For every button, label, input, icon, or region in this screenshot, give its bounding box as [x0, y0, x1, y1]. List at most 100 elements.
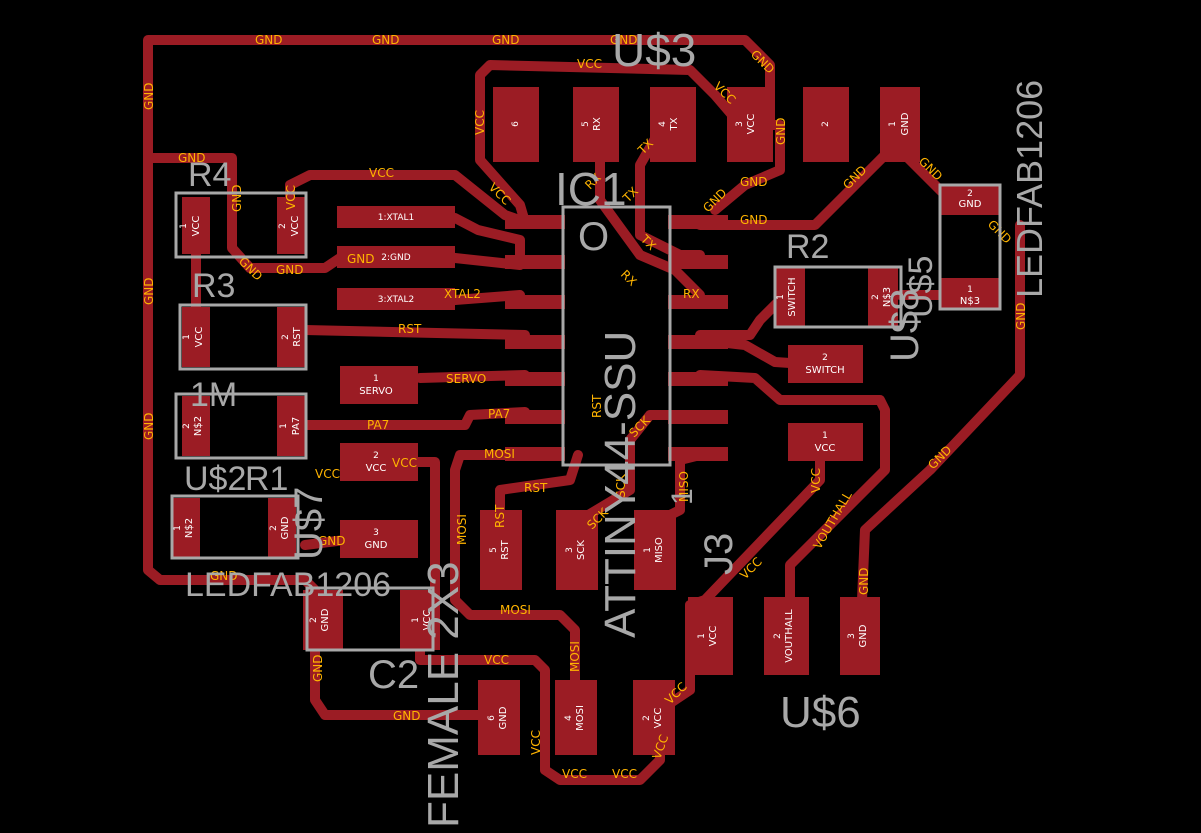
- net-label-mosi: MOSI: [568, 641, 582, 672]
- pad-h6-name: GND: [498, 706, 509, 729]
- net-label-gnd: GND: [142, 412, 156, 440]
- pad-u6-1-name: VCC: [708, 626, 719, 647]
- pad-r4-2-num: 2: [278, 223, 288, 229]
- pad-r4-1: [182, 197, 210, 254]
- pad-xtal2-text: 3:XTAL2: [378, 295, 414, 305]
- pad-led-l-1-num: 1: [173, 525, 183, 531]
- pad-led-r-2-name: GND: [959, 199, 982, 210]
- net-label-gnd: GND: [372, 33, 400, 47]
- pad-led-l-1: [172, 498, 200, 558]
- net-label-miso: MISO: [677, 471, 691, 502]
- pad-u3-1-name: GND: [900, 112, 911, 135]
- pad-sw-2: [788, 345, 863, 383]
- pad-h3: [556, 510, 598, 590]
- trace-vcc-top: [475, 60, 750, 227]
- pad-r3-1: [182, 307, 210, 367]
- pad-h2: [633, 680, 675, 755]
- silk-ic1-outline: [561, 205, 672, 467]
- pad-r4-1-name: VCC: [191, 216, 202, 237]
- pad-h4-name: MOSI: [575, 705, 586, 731]
- pad-r2-2: [868, 268, 898, 326]
- pad-r2-2-name: N$3: [882, 287, 893, 307]
- pad-u6-2-num: 2: [773, 633, 783, 639]
- net-label-pa7: PA7: [367, 418, 389, 432]
- pad-sw-2-num: 2: [822, 353, 828, 363]
- net-label-vcc: VCC: [809, 468, 823, 493]
- pad-sw-2-name: SWITCH: [805, 365, 844, 376]
- pad-u6-3-name: GND: [858, 624, 869, 647]
- pad-c2-1-name: VCC: [422, 610, 433, 631]
- trace-gnd-left: [143, 153, 495, 720]
- pad-u6-3-num: 3: [847, 633, 857, 639]
- part-label-u2: U$2: [184, 460, 246, 498]
- part-label-u7: U$7: [287, 487, 331, 560]
- pad-h4: [555, 680, 597, 755]
- net-label-gnd: GND: [393, 709, 421, 723]
- net-label-mosi: MOSI: [455, 514, 469, 545]
- net-label-gnd: GND: [857, 567, 871, 595]
- net-label-rst: RST: [398, 322, 422, 336]
- net-label-gnd: GND: [740, 213, 768, 227]
- pad-servo-3: [340, 520, 418, 558]
- pad-h3-name: SCK: [576, 540, 587, 560]
- trace-gnd-servo: [300, 535, 350, 550]
- pad-u3-1-num: 1: [888, 121, 898, 127]
- trace-gnd-outer: [143, 35, 775, 163]
- pad-servo-2-name: VCC: [366, 463, 387, 474]
- pad-h5: [480, 510, 522, 590]
- silk-led-r-outline: [938, 183, 1002, 311]
- pad-xtal1: [337, 206, 455, 228]
- pad-u3-5-name: RX: [592, 117, 603, 131]
- pad-u3-3: [727, 87, 773, 162]
- pad-led-l-1-name: N$2: [184, 518, 195, 538]
- pad-servo-3-name: GND: [365, 540, 388, 551]
- part-label-j3-pin1: 1: [666, 488, 699, 505]
- pad-h4-num: 4: [564, 715, 574, 721]
- trace-vcc-header: [415, 600, 665, 785]
- net-label-gnd: GND: [311, 654, 325, 682]
- net-label-gnd: GND: [276, 263, 304, 277]
- pad-u3-5: [573, 87, 619, 162]
- net-label-mosi: MOSI: [500, 603, 531, 617]
- pad-r2-2-num: 2: [871, 294, 881, 300]
- silk-r4-outline: [174, 191, 308, 259]
- net-label-gnd: GND: [142, 277, 156, 305]
- net-label-vcc: VCC: [577, 57, 602, 71]
- pad-h3-num: 3: [565, 547, 575, 553]
- silk-r1-outline: [174, 392, 308, 460]
- pad-servo-1: [340, 366, 418, 404]
- pad-r3-1-name: VCC: [194, 327, 205, 348]
- pad-u3-3-name: VCC: [746, 114, 757, 135]
- net-label-sck: SCK: [614, 473, 628, 498]
- pad-led-r-2: [940, 185, 1000, 215]
- net-label-gnd: GND: [142, 82, 156, 110]
- pad-ic1-pin: [505, 215, 565, 229]
- pad-h1-num: 1: [643, 547, 653, 553]
- net-label-gnd: GND: [740, 175, 768, 189]
- pad-servo-2: [340, 443, 418, 481]
- net-label-vcc: VCC: [392, 456, 417, 470]
- part-label-u3: U$3: [612, 24, 696, 76]
- pad-u3-2: [803, 87, 849, 162]
- pad-r4-2-name: VCC: [290, 216, 301, 237]
- pad-u3-6: [493, 87, 539, 162]
- pad-r1-1: [277, 396, 305, 456]
- net-label-servo: SERVO: [446, 372, 486, 386]
- net-label-gnd: GND: [774, 117, 788, 145]
- trace-mosi: [450, 450, 580, 685]
- part-label-led-right: LEDFAB1206: [1009, 80, 1050, 298]
- pad-u3-1: [880, 87, 920, 162]
- pad-u6-2-name: VOUTHALL: [784, 609, 795, 663]
- part-label-r3: R3: [192, 267, 235, 305]
- pad-h6: [478, 680, 520, 755]
- net-label-gnd: GND: [1014, 302, 1028, 330]
- pad-r4-2: [277, 197, 305, 254]
- trace-sck: [575, 410, 685, 525]
- pad-ic1-pin: [505, 295, 565, 309]
- pad-hall-1: [788, 423, 863, 461]
- pad-servo-1-num: 1: [373, 374, 379, 384]
- pad-ic1-pin: [505, 372, 565, 386]
- net-label-rx: RX: [683, 287, 700, 301]
- pad-h1: [634, 510, 676, 590]
- silk-led-l-outline: [170, 494, 300, 560]
